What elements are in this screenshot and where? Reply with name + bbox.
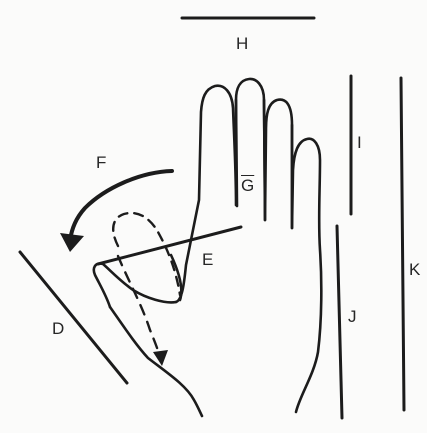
label-f: F xyxy=(96,154,106,171)
label-g: G xyxy=(241,177,254,194)
label-j: J xyxy=(348,308,357,325)
label-k: K xyxy=(409,261,420,278)
curved-arrowhead-icon xyxy=(60,233,84,252)
line-k xyxy=(401,78,404,410)
label-h: H xyxy=(236,35,248,52)
line-j xyxy=(337,226,342,418)
label-d: D xyxy=(52,320,64,337)
hand-outline xyxy=(94,79,321,416)
label-i: I xyxy=(357,134,362,151)
thumb-dashed-path xyxy=(118,256,161,360)
line-e xyxy=(98,227,241,264)
label-e: E xyxy=(202,251,213,268)
curved-arrow-f xyxy=(70,171,172,240)
